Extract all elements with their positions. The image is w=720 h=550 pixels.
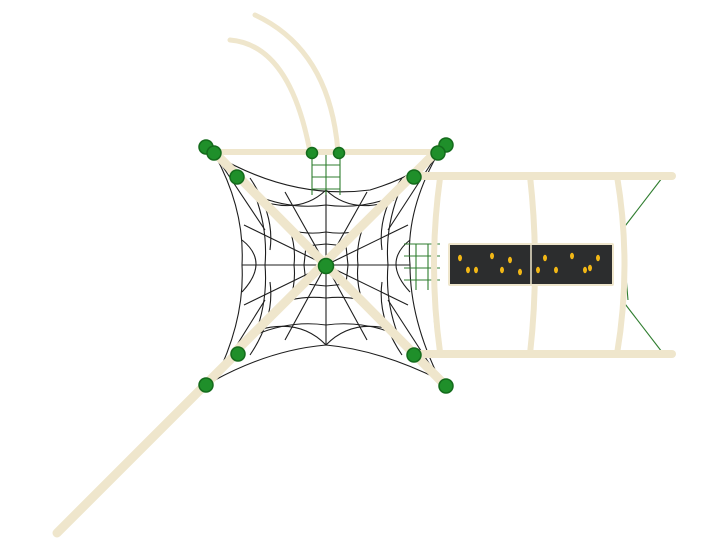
green-ball-connector-icon	[438, 378, 454, 394]
climbing-hold-icon	[466, 266, 470, 274]
curved-pole-outer	[252, 12, 341, 155]
green-ball-connector-icon	[332, 146, 346, 160]
climbing-hold-icon	[518, 268, 522, 276]
curved-pole-inner	[227, 37, 313, 155]
top-rope-ladder	[311, 152, 341, 195]
green-ball-connector-icon	[430, 145, 446, 161]
climbing-hold-icon	[596, 254, 600, 262]
bridge-arch-left	[431, 175, 443, 355]
climbing-hold-icon	[570, 252, 574, 260]
climbing-hold-icon	[554, 266, 558, 274]
green-ball-connector-icon	[305, 146, 319, 160]
climbing-hold-icon	[588, 264, 592, 272]
green-ball-connector-icon	[406, 169, 422, 185]
climbing-hold-icon	[474, 266, 478, 274]
climbing-hold-icon	[508, 256, 512, 264]
climbing-holds	[458, 252, 600, 276]
green-ball-connector-icon	[406, 347, 422, 363]
climbing-hold-icon	[543, 254, 547, 262]
climbing-hold-icon	[536, 266, 540, 274]
green-ball-connector-icon	[198, 377, 214, 393]
net-weave	[241, 177, 411, 356]
climbing-hold-icon	[458, 254, 462, 262]
climbing-panel	[448, 243, 614, 286]
green-ball-connector-icon	[317, 257, 335, 275]
green-ball-connector-icon	[229, 169, 245, 185]
bridge-rails	[416, 172, 676, 358]
diagonal-pole-b	[230, 143, 445, 357]
green-ball-connector-icon	[206, 145, 222, 161]
connectors	[198, 137, 454, 394]
climbing-hold-icon	[490, 252, 494, 260]
main-poles	[52, 12, 450, 538]
climbing-hold-icon	[583, 266, 587, 274]
bridge-arch-right	[614, 173, 628, 357]
green-ball-connector-icon	[230, 346, 246, 362]
climbing-hold-icon	[500, 266, 504, 274]
